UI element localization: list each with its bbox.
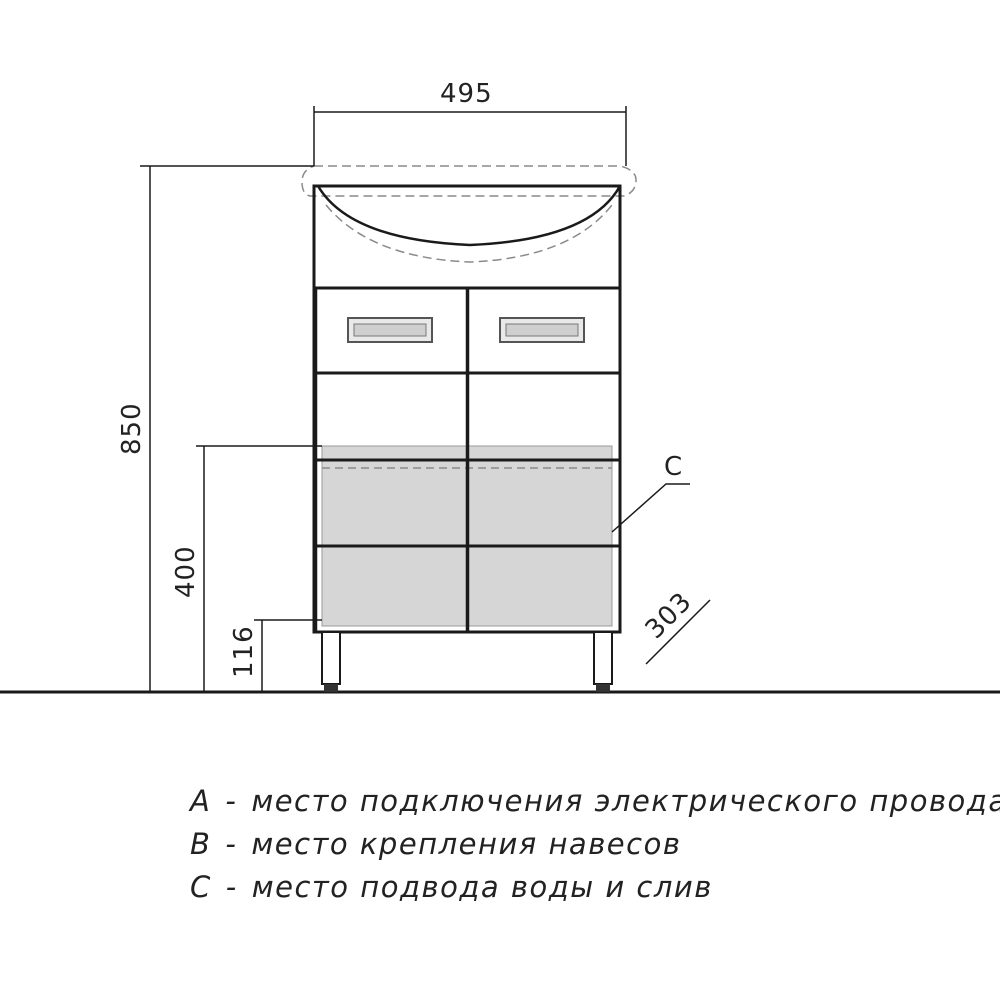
right-leg bbox=[593, 631, 613, 692]
left-door-handle bbox=[347, 317, 433, 343]
depth-dimension-label: 303 bbox=[640, 587, 698, 645]
legend-dash: - bbox=[225, 870, 238, 904]
depth-dimension bbox=[645, 599, 711, 665]
legend-text: место подключения электрического провода bbox=[251, 784, 1000, 818]
water-zone-height-dimension bbox=[196, 445, 322, 692]
total-height-dimension bbox=[140, 165, 314, 692]
width-dimension bbox=[313, 106, 627, 166]
legend-letter: C bbox=[190, 870, 212, 904]
legend-dash: - bbox=[225, 827, 238, 861]
leg-height-label: 116 bbox=[229, 625, 259, 678]
total-height-dimension-label: 850 bbox=[117, 402, 147, 455]
leg-height-dimension bbox=[254, 619, 322, 692]
legend-dash: - bbox=[225, 784, 238, 818]
left-leg bbox=[321, 631, 341, 692]
right-door-handle bbox=[499, 317, 585, 343]
zone-c-leader bbox=[611, 483, 690, 533]
legend-item-c: C-место подвода воды и слив bbox=[190, 866, 1000, 909]
legend-item-b: B-место крепления навесов bbox=[190, 823, 1000, 866]
basin-bowl-hidden bbox=[325, 204, 613, 263]
width-dimension-label: 495 bbox=[440, 79, 493, 109]
basin-top-outline bbox=[301, 165, 637, 197]
legend: A-место подключения электрического прово… bbox=[190, 780, 1000, 909]
legend-item-a: A-место подключения электрического прово… bbox=[190, 780, 1000, 823]
basin-bowl bbox=[316, 185, 622, 247]
legend-text: место крепления навесов bbox=[251, 827, 682, 861]
legend-letter: B bbox=[190, 827, 212, 861]
legend-letter: A bbox=[190, 784, 212, 818]
legend-text: место подвода воды и слив bbox=[251, 870, 713, 904]
zone-c-marker: C bbox=[664, 452, 683, 482]
water-zone-height-label: 400 bbox=[171, 545, 201, 598]
